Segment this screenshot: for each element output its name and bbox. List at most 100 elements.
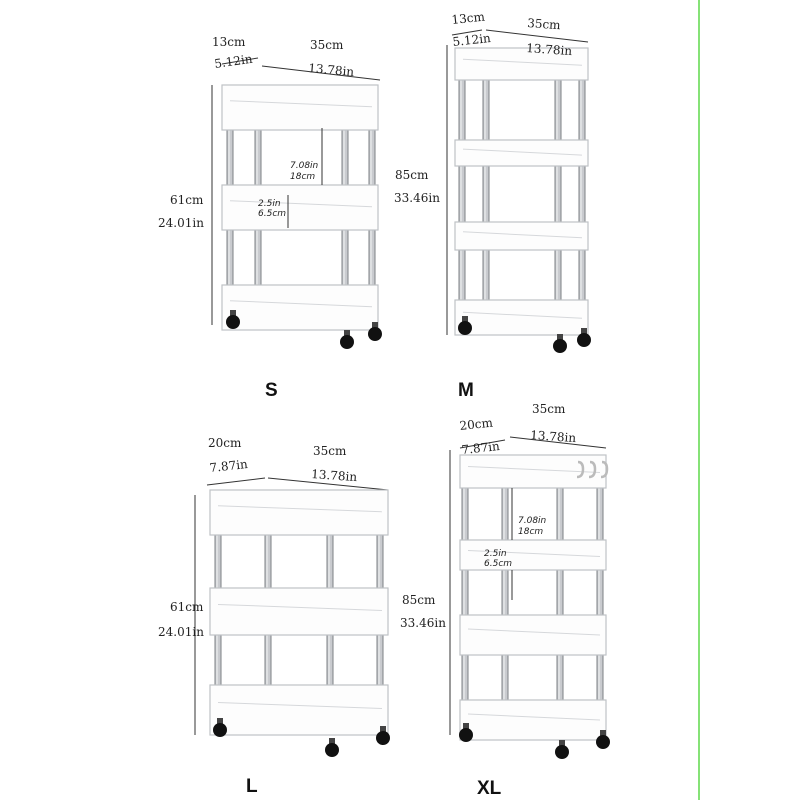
depth-cm: 20cm	[208, 436, 242, 450]
width-cm: 35cm	[313, 444, 347, 458]
shelf-gap-in: 7.08in	[290, 161, 319, 171]
width-cm: 35cm	[532, 402, 566, 416]
top-dimension-line	[206, 477, 266, 486]
shelf-tray	[459, 539, 607, 571]
caster-wheel	[553, 339, 567, 353]
width-in: 13.78in	[530, 428, 577, 445]
cart-s	[211, 57, 382, 349]
shelf-inner-edge	[217, 505, 383, 513]
shelf-tray	[209, 587, 389, 636]
shelf-inner-edge	[462, 58, 583, 66]
cart-l-labels: 20cm 35cm 7.87in 13.78in 61cm 24.01in L	[158, 436, 358, 797]
cart-l	[194, 477, 390, 757]
shelf-gap-cm: 18cm	[518, 527, 543, 537]
top-dimension-line	[451, 29, 483, 36]
width-cm: 35cm	[310, 38, 344, 52]
shelf-gap-in: 7.08in	[518, 516, 547, 526]
caster-wheel	[340, 335, 354, 349]
steel-pole	[596, 474, 604, 723]
height-in: 33.46in	[400, 616, 446, 630]
steel-pole	[554, 69, 562, 319]
height-cm: 61cm	[170, 600, 204, 614]
caster-wheel	[368, 327, 382, 341]
top-dimension-line	[261, 65, 381, 81]
shelf-tray	[454, 47, 589, 81]
shelf-inner-edge	[467, 628, 601, 636]
rim-in: 2.5in	[484, 549, 507, 559]
rim-cm: 6.5cm	[258, 209, 286, 219]
caster-wheel	[458, 321, 472, 335]
caster-wheel	[226, 315, 240, 329]
width-in: 13.78in	[308, 61, 355, 79]
cart-xl-labels: 20cm 35cm 7.87in 13.78in 85cm 33.46in 7.…	[400, 402, 577, 799]
depth-in: 7.87in	[461, 439, 501, 457]
shelf-gap-cm: 18cm	[290, 172, 315, 182]
height-in: 24.01in	[158, 216, 204, 230]
caster-mount	[217, 718, 223, 724]
size-label: M	[458, 380, 474, 401]
shelf-inner-edge	[462, 311, 583, 319]
shelf-tray	[221, 284, 379, 331]
depth-in: 5.12in	[213, 52, 253, 71]
shelf-tray	[454, 139, 589, 167]
width-cm: 35cm	[527, 16, 562, 32]
caster-wheel	[325, 743, 339, 757]
shelf-tray	[459, 699, 607, 741]
shelf-inner-edge	[467, 713, 601, 721]
caster-mount	[559, 740, 565, 746]
shelf-inner-edge	[467, 466, 601, 474]
width-in: 13.78in	[526, 41, 573, 58]
steel-pole	[578, 69, 586, 319]
shelf-inner-edge	[462, 231, 583, 239]
cart-s-labels: 13cm 35cm 5.12in 13.78in 61cm 24.01in 7.…	[158, 35, 355, 401]
shelf-tray	[221, 84, 379, 131]
shelf-inner-edge	[462, 148, 583, 156]
depth-in: 7.87in	[209, 457, 249, 475]
caster-mount	[380, 726, 386, 732]
shelf-inner-edge	[217, 603, 383, 611]
hook	[600, 460, 609, 479]
shelf-inner-edge	[467, 550, 601, 557]
caster-mount	[557, 334, 563, 340]
height-cm: 85cm	[395, 168, 429, 182]
shelf-inner-edge	[229, 200, 373, 208]
rim-cm: 6.5cm	[484, 559, 512, 569]
caster-wheel	[555, 745, 569, 759]
height-in: 24.01in	[158, 625, 204, 639]
caster-mount	[463, 723, 469, 729]
caster-mount	[372, 322, 378, 328]
depth-cm: 13cm	[451, 10, 486, 27]
cart-m-labels: 13cm 35cm 5.12in 13.78in 85cm 33.46in M	[394, 10, 573, 401]
steel-pole	[556, 474, 564, 723]
steel-pole	[482, 69, 490, 319]
height-cm: 61cm	[170, 193, 204, 207]
shelf-inner-edge	[217, 702, 383, 709]
rim-in: 2.5in	[258, 199, 281, 209]
top-dimension-line	[459, 439, 506, 449]
top-dimension-line	[267, 477, 389, 491]
depth-cm: 13cm	[212, 35, 246, 49]
top-dimension-line	[509, 436, 607, 449]
caster-mount	[344, 330, 350, 336]
caster-wheel	[376, 731, 390, 745]
depth-in: 5.12in	[452, 31, 492, 49]
caster-wheel	[596, 735, 610, 749]
top-dimension-line	[221, 57, 259, 65]
shelf-tray	[221, 184, 379, 231]
shelf-tray	[209, 489, 389, 536]
caster-mount	[329, 738, 335, 744]
shelf-tray	[209, 684, 389, 736]
cart-xl	[449, 436, 610, 759]
caster-mount	[581, 328, 587, 334]
caster-wheel	[577, 333, 591, 347]
shelf-inner-edge	[229, 100, 373, 108]
height-cm: 85cm	[402, 593, 436, 607]
caster-wheel	[459, 728, 473, 742]
top-dimension-line	[485, 29, 589, 43]
caster-mount	[230, 310, 236, 316]
steel-pole	[501, 474, 509, 723]
steel-pole	[461, 474, 469, 723]
hook	[576, 460, 585, 479]
